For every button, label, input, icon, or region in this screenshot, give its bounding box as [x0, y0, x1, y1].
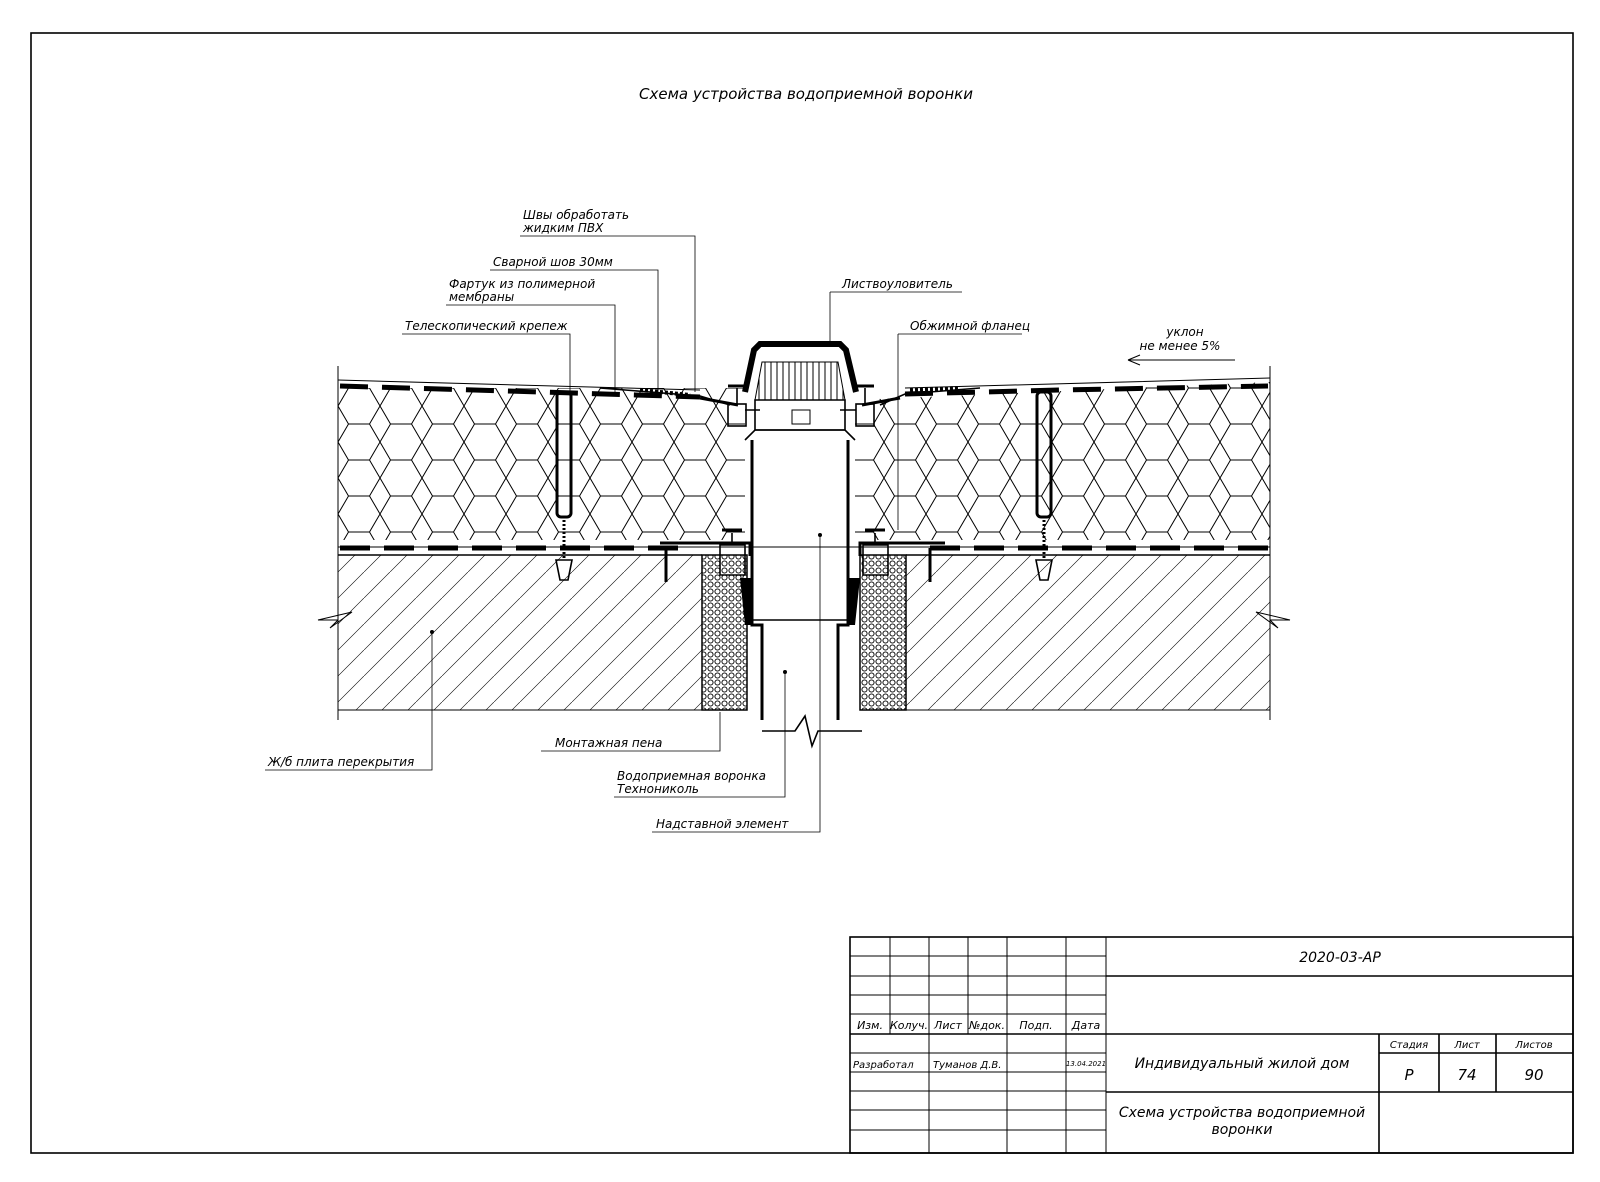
callout-leaf-catcher: Листвоуловитель	[829, 277, 962, 345]
svg-text:Водоприемная воронка: Водоприемная воронка	[617, 769, 766, 783]
roof-membrane	[337, 377, 1271, 406]
sheet-frame	[30, 32, 1574, 1154]
stamp-col-sheet: Лист	[1453, 1040, 1481, 1051]
svg-text:Сварной шов 30мм: Сварной шов 30мм	[493, 255, 613, 269]
svg-text:уклон: уклон	[1165, 325, 1203, 339]
svg-text:Листвоуловитель: Листвоуловитель	[841, 277, 953, 291]
callout-clamp-flange: Обжимной фланец	[897, 319, 1030, 530]
stamp-header-podp: Подп.	[1019, 1019, 1052, 1032]
slope-indicator: уклон не менее 5%	[1127, 325, 1235, 366]
svg-text:мембраны: мембраны	[449, 290, 514, 304]
title-block	[849, 936, 1574, 1154]
callout-funnel: Водоприемная воронка Технониколь	[614, 672, 786, 798]
callout-extension: Надставной элемент	[652, 535, 821, 833]
telescopic-fastener-left	[555, 390, 573, 581]
leaf-catcher	[742, 341, 859, 431]
svg-text:Телескопический крепеж: Телескопический крепеж	[405, 319, 568, 333]
mounting-foam	[701, 554, 907, 711]
svg-text:Ж/б плита перекрытия: Ж/б плита перекрытия	[267, 755, 414, 769]
stamp-sheet: 74	[1457, 1066, 1476, 1084]
svg-text:Обжимной фланец: Обжимной фланец	[910, 319, 1030, 333]
stamp-stage: Р	[1404, 1066, 1414, 1084]
svg-text:не менее 5%: не менее 5%	[1140, 339, 1221, 353]
callout-foam: Монтажная пена	[541, 712, 721, 752]
svg-text:жидким ПВХ: жидким ПВХ	[522, 221, 604, 235]
callout-apron: Фартук из полимерной мембраны	[446, 277, 616, 393]
stamp-header-izm: Изм.	[857, 1019, 883, 1032]
callout-seams: Швы обработать жидким ПВХ	[520, 208, 696, 392]
stamp-col-sheets: Листов	[1514, 1040, 1552, 1051]
extension-break	[762, 714, 862, 749]
stamp-project: Индивидуальный жилой дом	[1135, 1056, 1350, 1072]
svg-text:Монтажная пена: Монтажная пена	[555, 736, 662, 750]
stamp-code: 2020-03-АР	[1299, 950, 1381, 966]
telescopic-fastener-right	[1035, 390, 1053, 581]
callout-weld: Сварной шов 30мм	[490, 255, 659, 392]
callout-telescopic: Телескопический крепеж	[402, 319, 571, 392]
stamp-sheets: 90	[1524, 1066, 1543, 1084]
svg-text:Швы обработать: Швы обработать	[523, 208, 629, 222]
stamp-header-ndok: №док.	[968, 1019, 1005, 1032]
drawing-title: Схема устройства водоприемной воронки	[639, 85, 973, 103]
callout-slab: Ж/б плита перекрытия	[265, 630, 434, 771]
lower-flanges	[660, 528, 945, 576]
funnel-body	[740, 429, 860, 720]
svg-text:Технониколь: Технониколь	[617, 782, 699, 796]
anchor-bolts	[664, 548, 932, 582]
stamp-header-data: Дата	[1071, 1019, 1101, 1032]
stamp-header-koluch: Колуч.	[890, 1019, 928, 1032]
stamp-date: 13.04.2021	[1066, 1060, 1106, 1068]
insulation-layer	[337, 366, 1271, 720]
stamp-role: Разработал	[853, 1059, 914, 1071]
concrete-slab	[317, 546, 1291, 711]
clamp-flange	[699, 384, 901, 427]
stamp-sheet-title-2: воронки	[1212, 1122, 1273, 1138]
stamp-header-list: Лист	[933, 1019, 962, 1032]
stamp-sheet-title-1: Схема устройства водоприемной	[1119, 1105, 1365, 1121]
stamp-person: Туманов Д.В.	[933, 1060, 1001, 1071]
stamp-col-stage: Стадия	[1390, 1040, 1428, 1051]
svg-text:Надставной элемент: Надставной элемент	[656, 817, 789, 831]
svg-text:Фартук из полимерной: Фартук из полимерной	[449, 277, 595, 291]
